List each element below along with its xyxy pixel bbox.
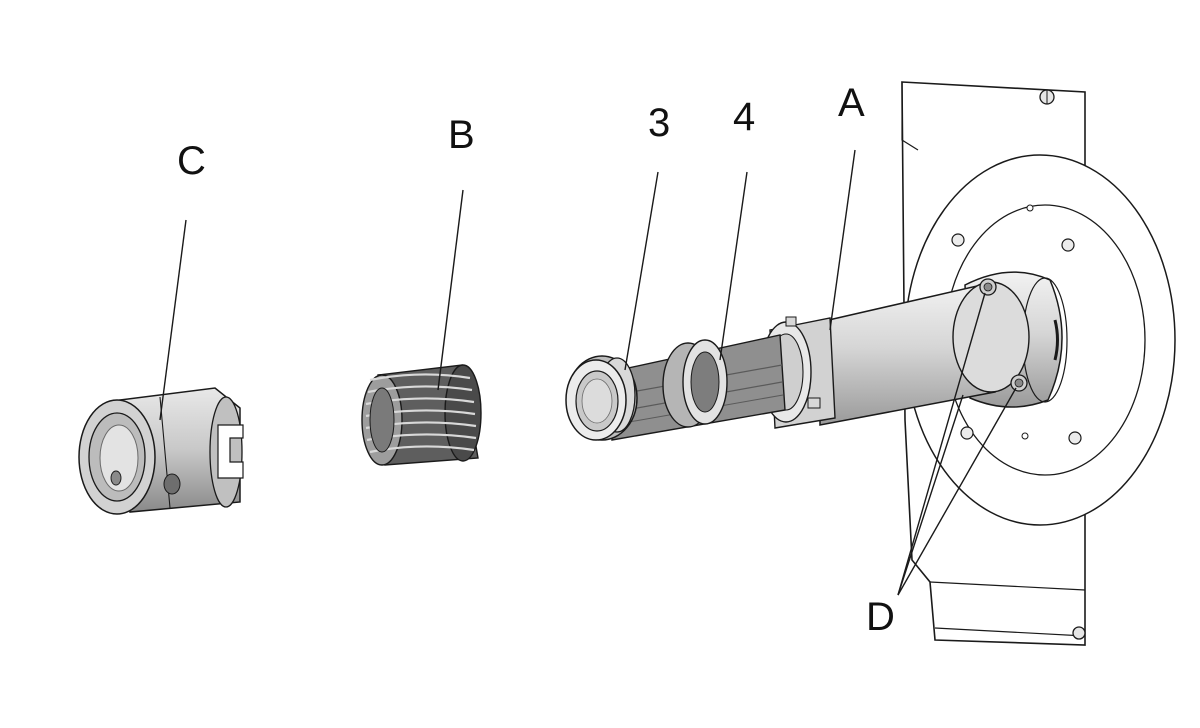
screw-D-lower — [1010, 374, 1028, 392]
leader-line-A — [829, 149, 856, 331]
leader-line-D-1 — [897, 292, 986, 596]
ring-3 — [565, 355, 638, 441]
leader-line-3 — [624, 171, 659, 371]
housing-bottom-screw — [1072, 626, 1086, 640]
screw-D-upper — [979, 278, 997, 296]
leader-line-4 — [719, 171, 748, 361]
callout-label-A: A — [838, 81, 865, 125]
callout-label-B: B — [448, 113, 475, 157]
leader-line-D-3 — [897, 387, 1017, 596]
leader-line-B — [437, 189, 464, 391]
flange-bolt-1 — [951, 233, 965, 247]
callout-label-4: 4 — [733, 95, 756, 139]
housing-top-screw — [1039, 89, 1055, 105]
leader-line-C — [159, 219, 187, 421]
nut-C — [78, 387, 244, 515]
callout-label-3: 3 — [648, 101, 671, 145]
leader-line-D-2 — [897, 394, 964, 596]
callout-label-D: D — [866, 595, 895, 639]
callout-label-C: C — [177, 139, 206, 183]
flange-bolt-4 — [1068, 431, 1082, 445]
flange-bolt-3 — [960, 426, 974, 440]
ring-4 — [662, 339, 728, 428]
leader-lines — [159, 149, 1017, 596]
flange-bolt-2 — [1061, 238, 1075, 252]
spring-B — [361, 364, 482, 466]
